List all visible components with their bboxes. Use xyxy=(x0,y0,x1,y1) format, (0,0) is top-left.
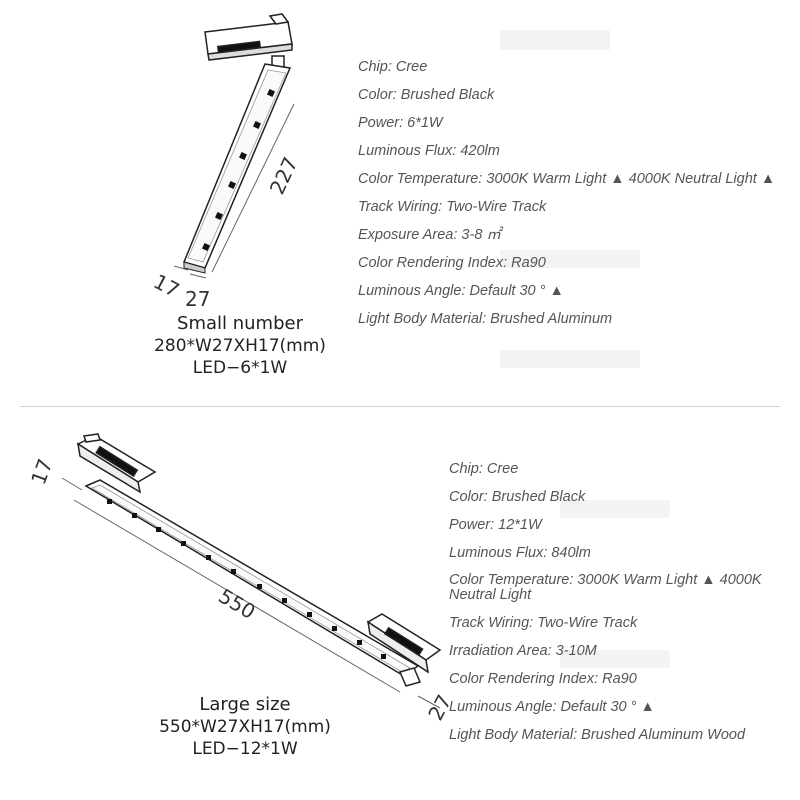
small-caption-title: Small number xyxy=(177,313,303,334)
watermark-block xyxy=(500,350,640,368)
led-dot xyxy=(381,654,386,659)
large-caption-title: Large size xyxy=(199,694,291,715)
small-caption-size: 280*W27XH17(mm) xyxy=(154,336,326,356)
led-dot xyxy=(239,152,247,160)
led-dot xyxy=(181,541,186,546)
large-fixture-drawing: 550 17 27 xyxy=(26,433,450,725)
large-left-adapter xyxy=(76,433,157,494)
spec-power: Power: 6*1W xyxy=(358,115,443,131)
spec-luminous-flux: Luminous Flux: 840lm xyxy=(449,545,591,561)
led-dot xyxy=(228,181,236,189)
spec-luminous-flux: Luminous Flux: 420lm xyxy=(358,143,500,159)
large-height-dim: 17 xyxy=(26,456,57,488)
large-spec-list: Chip: Cree Color: Brushed Black Power: 1… xyxy=(449,455,779,749)
watermark-block xyxy=(560,500,670,518)
large-light-bar xyxy=(84,479,420,677)
small-caption: Small number 280*W27XH17(mm) LED−6*1W xyxy=(140,313,340,379)
led-dot xyxy=(156,527,161,532)
large-length-dim: 550 xyxy=(214,584,259,624)
spec-color-temperature: Color Temperature: 3000K Warm Light ▲ 40… xyxy=(358,171,776,187)
small-light-bar xyxy=(182,63,292,274)
small-length-dim: 227 xyxy=(265,153,303,198)
led-dot xyxy=(332,626,337,631)
large-right-adapter xyxy=(366,613,442,687)
spec-exposure-area: Exposure Area: 3-8 ㎡ xyxy=(358,227,501,243)
section-divider xyxy=(20,406,780,407)
large-caption: Large size 550*W27XH17(mm) LED−12*1W xyxy=(145,694,345,760)
led-dot xyxy=(267,89,275,97)
large-dimension-lines xyxy=(61,477,441,709)
spec-body-material: Light Body Material: Brushed Aluminum xyxy=(358,311,613,327)
spec-power: Power: 12*1W xyxy=(449,517,542,533)
large-width-dim: 27 xyxy=(423,691,450,725)
led-dot xyxy=(231,569,236,574)
spec-chip: Chip: Cree xyxy=(358,59,428,75)
small-product-panel: 227 17 27 Small number 280*W27XH17(mm) L… xyxy=(140,13,775,379)
spec-track-wiring: Track Wiring: Two-Wire Track xyxy=(449,615,638,631)
spec-track-wiring: Track Wiring: Two-Wire Track xyxy=(358,199,547,215)
watermark-block xyxy=(500,250,640,268)
led-dot xyxy=(215,212,223,220)
led-dot xyxy=(202,243,210,251)
small-width-dim: 27 xyxy=(185,287,210,311)
spec-cri: Color Rendering Index: Ra90 xyxy=(449,671,637,687)
spec-luminous-angle: Luminous Angle: Default 30 ° ▲ xyxy=(358,283,564,299)
watermark-block xyxy=(500,30,610,50)
spec-color: Color: Brushed Black xyxy=(449,489,586,505)
led-dot xyxy=(357,640,362,645)
led-dot xyxy=(257,584,262,589)
led-dot xyxy=(282,598,287,603)
large-product-panel: 550 17 27 Large size 550*W27XH17(mm) LED… xyxy=(0,400,800,800)
led-dot xyxy=(107,499,112,504)
spec-color: Color: Brushed Black xyxy=(358,87,495,103)
led-dot xyxy=(253,121,261,129)
small-spec-list: Chip: Cree Color: Brushed Black Power: 6… xyxy=(358,53,775,333)
spec-luminous-angle: Luminous Angle: Default 30 ° ▲ xyxy=(449,699,655,715)
large-caption-size: 550*W27XH17(mm) xyxy=(159,717,331,737)
small-dimension-lines xyxy=(173,103,295,279)
led-dot xyxy=(307,612,312,617)
spec-irradiation-area: Irradiation Area: 3-10M xyxy=(449,643,597,659)
small-height-dim: 17 xyxy=(150,269,184,302)
led-dot xyxy=(132,513,137,518)
spec-chip: Chip: Cree xyxy=(449,461,519,477)
spec-body-material: Light Body Material: Brushed Aluminum Wo… xyxy=(449,727,746,743)
large-caption-led: LED−12*1W xyxy=(192,739,298,759)
spec-cri: Color Rendering Index: Ra90 xyxy=(358,255,546,271)
watermark-block xyxy=(560,650,670,668)
led-dot xyxy=(206,555,211,560)
small-track-adapter xyxy=(204,13,293,71)
small-caption-led: LED−6*1W xyxy=(192,358,288,378)
spec-color-temperature: Color Temperature: 3000K Warm Light ▲ 40… xyxy=(449,572,762,603)
small-fixture-drawing: 227 17 27 xyxy=(150,13,303,311)
